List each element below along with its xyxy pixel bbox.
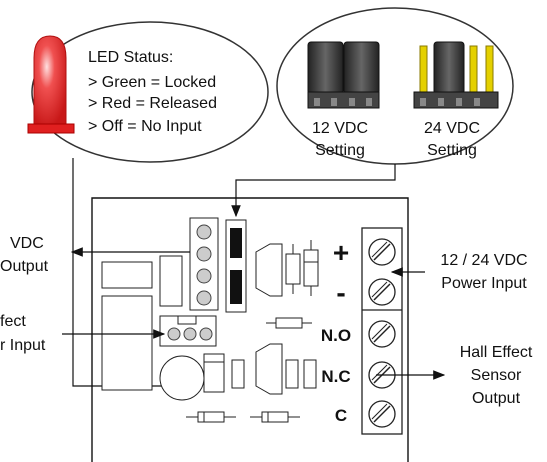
hall-output-label-line2: Sensor	[471, 367, 522, 384]
led-status-off: > Off = No Input	[88, 118, 202, 135]
led-status-title: LED Status:	[88, 49, 173, 66]
red-led-icon	[27, 35, 75, 134]
output-connector-icon	[189, 217, 219, 311]
led-callout-bubble	[31, 21, 269, 163]
led-callout-leader	[72, 158, 202, 391]
jumper-24vdc-label-line2: Setting	[427, 142, 477, 159]
screw-terminal-icon	[368, 320, 396, 348]
screw-terminal-icon	[368, 278, 396, 306]
led-status-callout: LED Status: > Green = Locked > Red = Rel…	[27, 21, 269, 163]
vdc-output-label-line1: VDC	[10, 235, 44, 252]
vdc-output-label-line2: Output	[0, 258, 49, 275]
terminal-plus-label: +	[333, 237, 349, 268]
sensor-input-label-line2: r Input	[0, 337, 46, 354]
terminal-block	[361, 227, 403, 435]
terminal-nc-label: N.C	[321, 367, 350, 386]
screw-terminal-icon	[368, 238, 396, 266]
board-jumper-icon	[225, 219, 247, 313]
sensor-input-label-line1: fect	[0, 313, 26, 330]
led-status-green: > Green = Locked	[88, 74, 216, 91]
power-input-label-line1: 12 / 24 VDC	[440, 252, 527, 269]
screw-terminal-icon	[368, 400, 396, 428]
diode-icon	[250, 411, 300, 423]
hall-output-label-line3: Output	[472, 390, 521, 407]
terminal-c-label: C	[335, 406, 347, 425]
jumper-setting-callout: 12 VDC Setting 24 VDC Setting	[276, 7, 514, 165]
power-input-label-line2: Power Input	[441, 275, 527, 292]
sensor-input-connector-icon	[159, 315, 217, 347]
circuit-board: + - N.O N.C C	[91, 197, 409, 462]
diode-icon	[186, 411, 236, 423]
hall-output-label-line1: Hall Effect	[460, 344, 533, 361]
jumper-24vdc-icon	[413, 41, 499, 109]
jumper-12vdc-label-line1: 12 VDC	[312, 120, 368, 137]
jumper-24vdc-label-line1: 24 VDC	[424, 120, 480, 137]
terminal-no-label: N.O	[321, 326, 351, 345]
led-status-red: > Red = Released	[88, 95, 217, 112]
jumper-12vdc-icon	[307, 41, 380, 109]
terminal-minus-label: -	[336, 277, 345, 308]
jumper-callout-leader	[231, 164, 396, 218]
jumper-12vdc-label-line2: Setting	[315, 142, 365, 159]
